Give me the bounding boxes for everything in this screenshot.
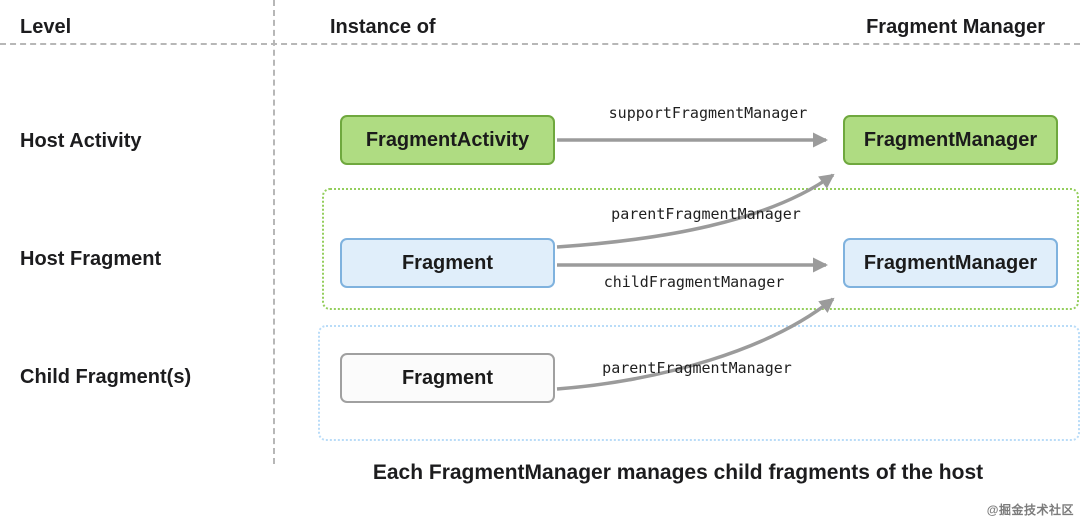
node-fragment-activity: FragmentActivity (340, 115, 555, 165)
row-label-child-fragments: Child Fragment(s) (20, 366, 192, 388)
node-host-fragment: Fragment (340, 238, 555, 288)
column-header-fragment-manager: Fragment Manager (866, 16, 1045, 38)
row-label-host-activity: Host Activity (20, 130, 142, 152)
level-column-divider-dashed-line (273, 0, 275, 464)
arrow-label-parent-fragment-manager-host: parentFragmentManager (611, 205, 801, 223)
diagram-caption: Each FragmentManager manages child fragm… (372, 461, 984, 484)
node-fragment-manager-host-fragment: FragmentManager (843, 238, 1058, 288)
node-child-fragment: Fragment (340, 353, 555, 403)
node-fragment-manager-activity: FragmentManager (843, 115, 1058, 165)
row-label-host-fragment: Host Fragment (20, 248, 162, 270)
arrow-label-parent-fragment-manager-child: parentFragmentManager (602, 359, 792, 377)
header-divider-dashed-line (0, 43, 1080, 45)
column-header-instance-of: Instance of (330, 16, 436, 38)
arrow-label-support-fragment-manager: supportFragmentManager (608, 104, 808, 122)
column-header-level: Level (20, 16, 72, 38)
arrow-label-child-fragment-manager: childFragmentManager (603, 273, 785, 291)
watermark-juejin: @掘金技术社区 (986, 503, 1074, 517)
